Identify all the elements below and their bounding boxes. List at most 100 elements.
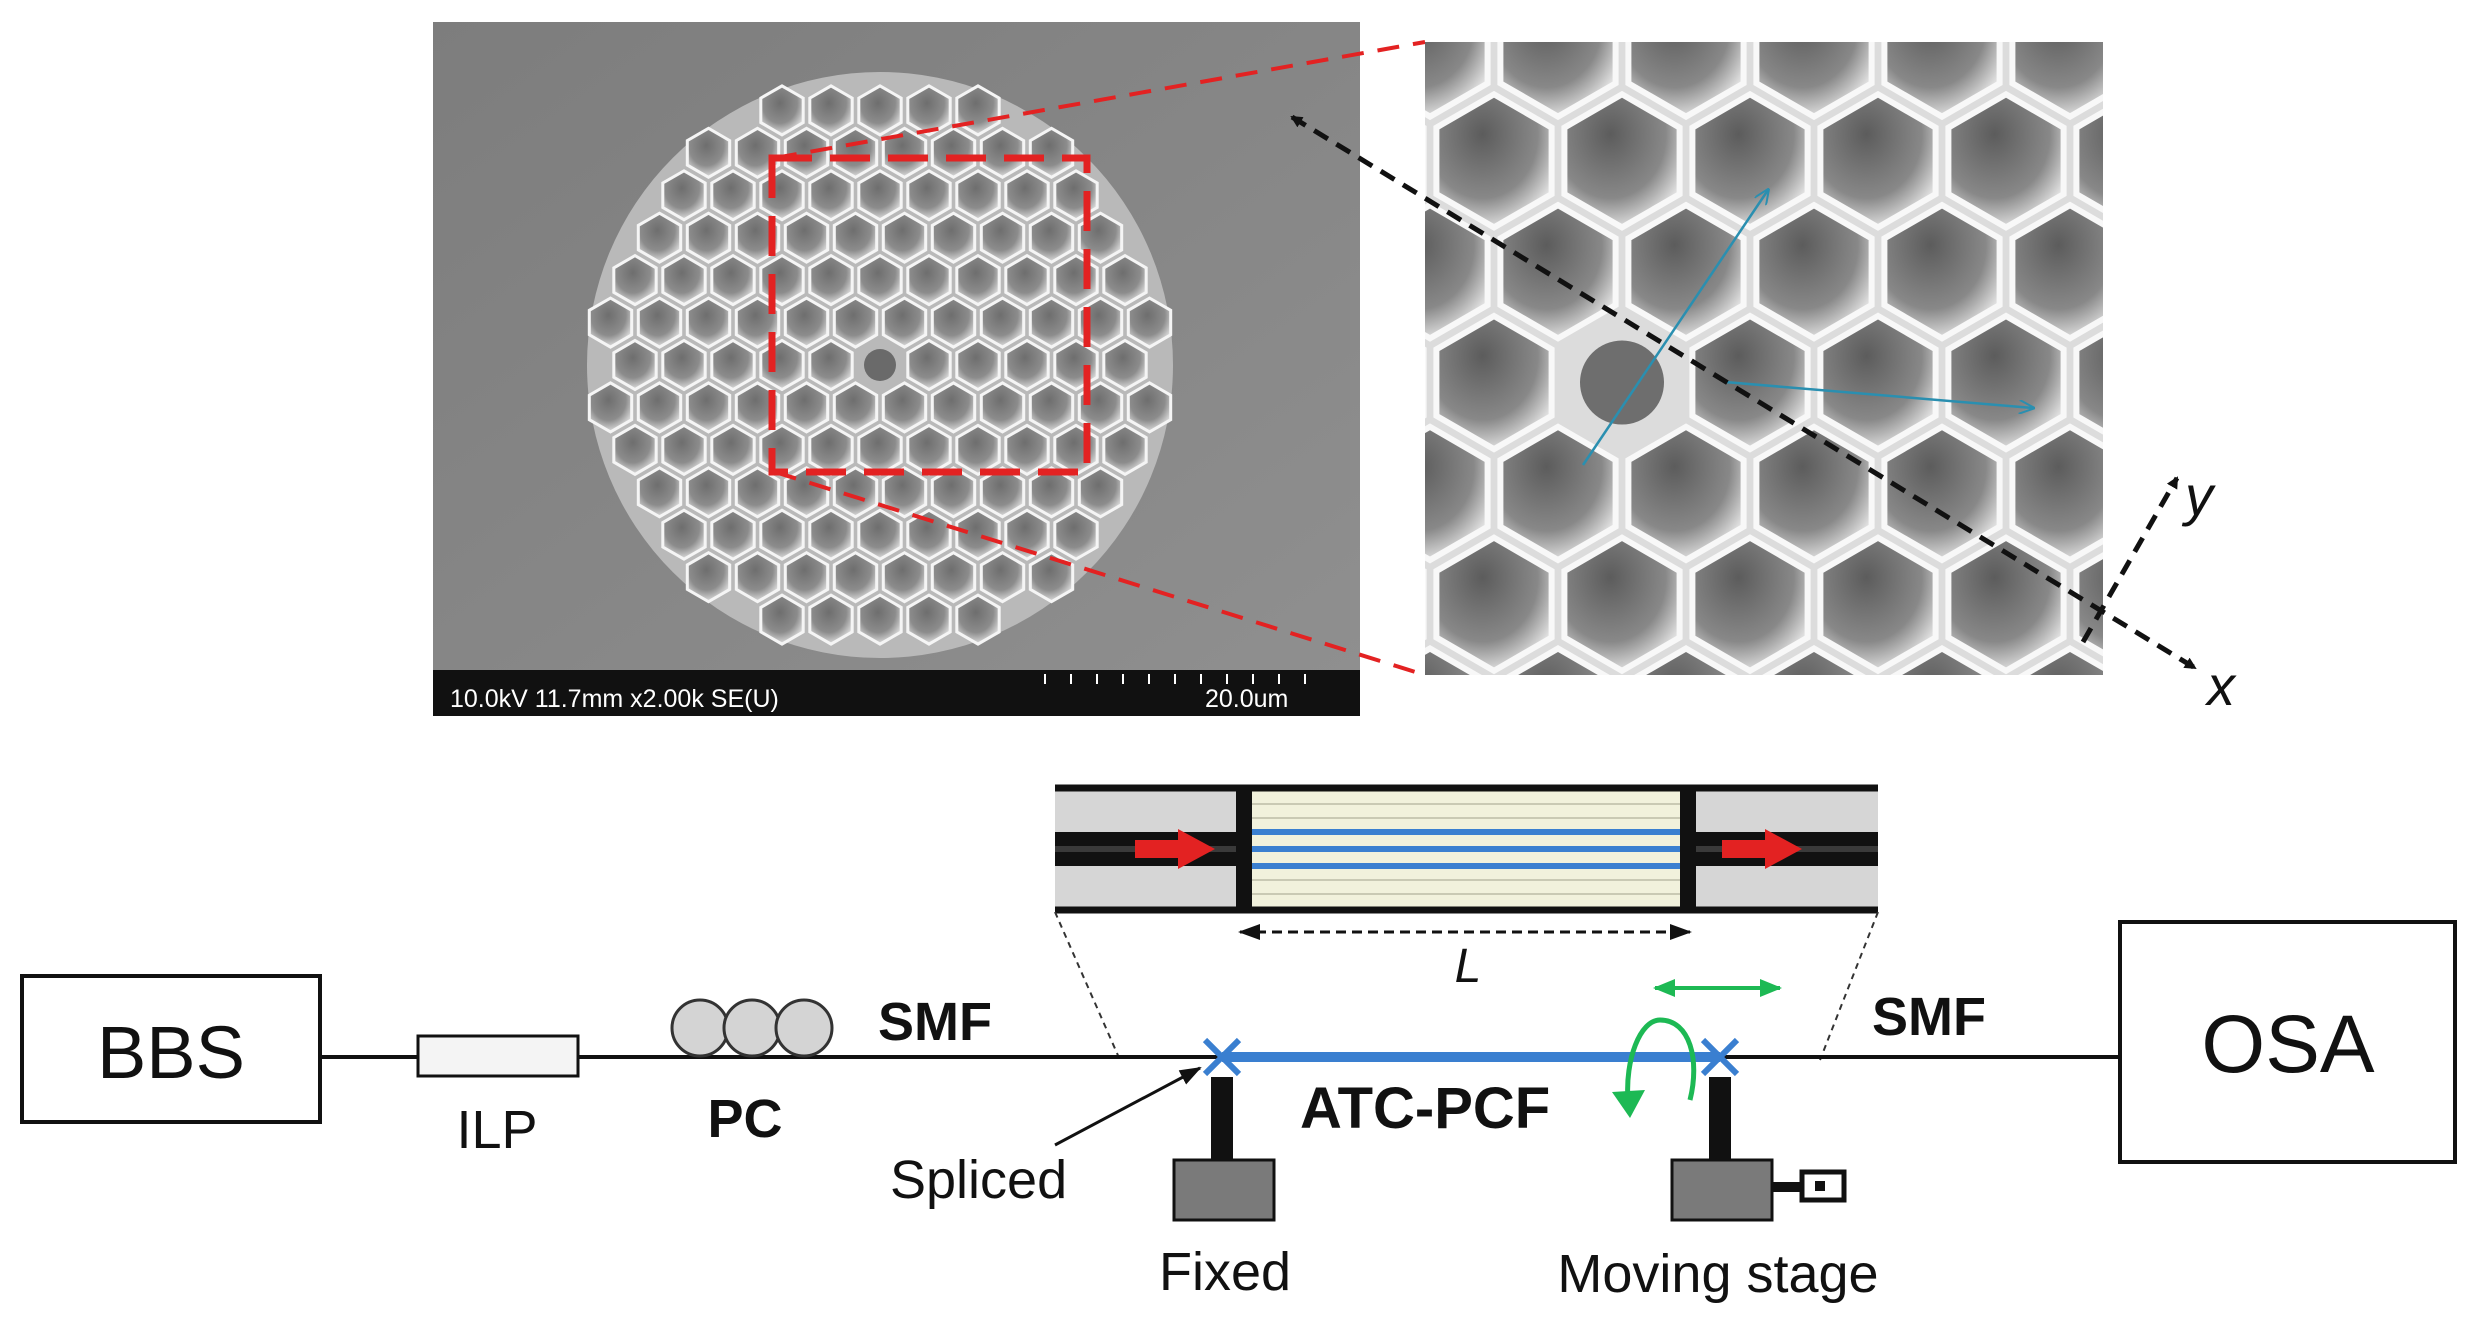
cladding-cell [1102, 423, 1148, 477]
cladding-cell [906, 253, 952, 307]
zoom-cell [2140, 649, 2255, 782]
zoom-guide-bottom [774, 470, 1426, 677]
zoom-core-hole [1580, 340, 1664, 425]
zoom-cell [1433, 90, 1555, 231]
moving-post [1709, 1077, 1731, 1160]
zoom-cell [2140, 0, 2255, 117]
bbs-label: BBS [97, 1011, 245, 1094]
cladding-cell [783, 126, 830, 180]
zoom-guide-top [774, 40, 1426, 160]
cladding-cell [710, 253, 756, 307]
zoom-cell [2009, 201, 2103, 342]
cladding-cell [930, 381, 977, 434]
sem-image: 10.0kV 11.7mm x2.00k SE(U) 20.0um [433, 22, 1360, 716]
zoomed-cladding [1308, 0, 2319, 782]
sem-info-bar [433, 670, 1360, 716]
cladding-cell [759, 169, 805, 222]
zoom-cell [2204, 0, 2319, 6]
cladding-cell [1053, 338, 1099, 392]
cladding-cell [1077, 466, 1124, 519]
cladding-cell [734, 211, 781, 264]
zoom-cell [2204, 538, 2319, 671]
cladding-cell [832, 296, 879, 349]
cladding-cell [808, 84, 854, 137]
cladding-cell [881, 211, 928, 264]
zoom-cell [1625, 201, 1747, 342]
zoom-cell [2073, 330, 2103, 435]
zoom-cell [2076, 0, 2191, 6]
cladding-cell [979, 381, 1026, 434]
fixed-mount [1172, 1158, 1276, 1222]
cladding-cell [685, 211, 732, 264]
zoom-cell [2018, 645, 2103, 675]
zoom-cell [1497, 423, 1619, 564]
cladding-cell [881, 466, 928, 519]
spliced-pointer [1054, 1066, 1202, 1147]
zoom-cell [1436, 0, 1551, 6]
cladding-cell [930, 550, 977, 604]
x-axis-arrow [1290, 114, 2197, 671]
cladding-cell [734, 466, 781, 519]
cladding-cell [1102, 338, 1148, 392]
cladding-cell [881, 296, 928, 349]
cladding-cell [612, 423, 658, 477]
cladding-cell [710, 338, 756, 392]
cladding-cell [636, 211, 683, 264]
zoom-cell [2204, 316, 2319, 449]
cladding-cell [710, 423, 756, 477]
cladding-cell [685, 550, 732, 604]
cladding-cell [832, 381, 879, 434]
cladding-cell [832, 126, 879, 180]
zoom-cell [1425, 423, 1491, 564]
cladding-cell [1004, 253, 1050, 307]
splice-wall-left [1236, 788, 1252, 910]
pcf-label: ATC-PCF [1300, 1076, 1550, 1141]
zoom-cell [2204, 94, 2319, 227]
cladding-cell [857, 253, 903, 307]
polarization-controller [670, 998, 834, 1058]
zoom-selection-box [768, 154, 1091, 476]
zoom-cell [1564, 0, 1679, 6]
cladding-cell [1126, 296, 1173, 349]
splice-wall-right [1680, 788, 1696, 910]
zoom-cell [1692, 0, 1807, 6]
cladding-cell [685, 466, 732, 519]
cladding-cell [783, 550, 830, 604]
zoom-cell [1689, 312, 1811, 453]
cladding-cell [955, 423, 1001, 477]
y-axis-label: y [2181, 464, 2216, 527]
cladding-cell [881, 550, 928, 604]
cladding-cell [759, 84, 805, 137]
cladding-cell [783, 466, 830, 519]
cladding-cell [685, 126, 732, 180]
moving-stage-label: Moving stage [1557, 1244, 1878, 1304]
spliced-label: Spliced [890, 1150, 1067, 1210]
fixed-label: Fixed [1159, 1242, 1291, 1302]
cladding-cell [1004, 169, 1050, 222]
splice-point-right [1700, 1037, 1740, 1077]
cladding-cell [979, 211, 1026, 264]
zoom-cell [1308, 0, 1423, 6]
zoom-cell [1890, 645, 1994, 675]
cladding-cell [930, 466, 977, 519]
zoom-cell [1561, 534, 1683, 675]
ilp-component [416, 1034, 580, 1078]
osa-box [2118, 920, 2457, 1164]
cladding-cell [710, 169, 756, 222]
cladding-cell [1004, 338, 1050, 392]
cladding-cell [710, 508, 756, 561]
cladding-cell [979, 550, 1026, 604]
cladding-cell [955, 169, 1001, 222]
pcf-holes [1252, 803, 1680, 895]
cladding-cell [783, 381, 830, 434]
cladding-cell [759, 508, 805, 561]
zoom-cell [1945, 312, 2067, 453]
cladding-cell [857, 169, 903, 222]
zoom-cell [2073, 108, 2103, 213]
cladding-cell [930, 296, 977, 349]
twist-arrow [1625, 1017, 1697, 1101]
cladding-cell [587, 296, 634, 349]
smf-left-label: SMF [878, 992, 992, 1052]
cladding-cell [808, 169, 854, 222]
splice-point-left [1202, 1037, 1242, 1077]
